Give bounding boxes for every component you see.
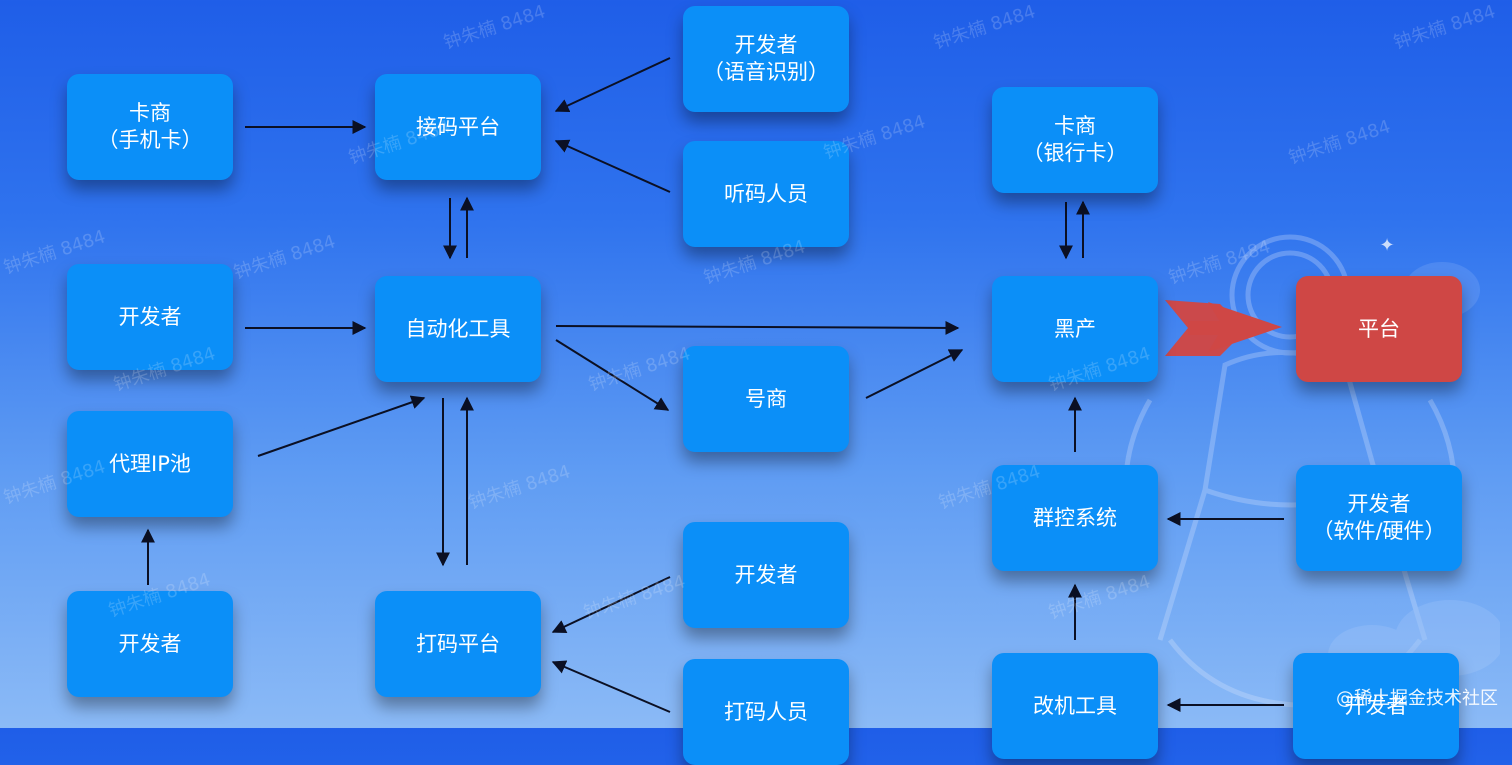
connector-layer <box>141 57 1284 713</box>
arrow-code-listener-to-receiving-platform <box>554 139 671 193</box>
developer-top-left-node: 开发者 <box>67 264 233 370</box>
arrow-account-merchant-to-black-industry <box>865 349 964 399</box>
automation-tool-label: 自动化工具 <box>405 316 511 341</box>
captcha-platform-node: 打码平台 <box>375 591 541 697</box>
code-listener-label: 听码人员 <box>724 181 808 206</box>
sparkle-icon: ✦ <box>1379 235 1395 256</box>
red-platform-arrow <box>1165 300 1282 356</box>
automation-tool-node: 自动化工具 <box>375 276 541 382</box>
developer-bottom-left-label: 开发者 <box>118 631 182 656</box>
account-merchant-label: 号商 <box>745 386 787 411</box>
black-industry-node: 黑产 <box>992 276 1158 382</box>
card-merchant-bank-node: 卡商 （银行卡） <box>992 87 1158 193</box>
captcha-worker-node: 打码人员 <box>683 659 849 765</box>
account-merchant-node: 号商 <box>683 346 849 452</box>
card-merchant-phone-line2: （手机卡） <box>97 128 203 152</box>
developer-software-hardware-line1: 开发者 <box>1347 492 1411 516</box>
code-receiving-platform-label: 接码平台 <box>416 114 500 139</box>
arrow-captcha-developer-to-captcha-platform <box>551 576 671 633</box>
card-merchant-phone-node: 卡商 （手机卡） <box>67 74 233 180</box>
device-modification-tool-label: 改机工具 <box>1033 693 1117 718</box>
card-merchant-phone-line1: 卡商 <box>129 101 171 125</box>
developer-speech-node: 开发者 （语音识别） <box>683 6 849 112</box>
flow-diagram: ✦ <box>67 6 1498 765</box>
captcha-worker-label: 打码人员 <box>724 699 808 724</box>
device-modification-tool-node: 改机工具 <box>992 653 1158 759</box>
developer-captcha-label: 开发者 <box>734 562 798 587</box>
source-credit: @稀土掘金技术社区 <box>1336 688 1498 709</box>
arrow-captcha-worker-to-captcha-platform <box>551 660 671 713</box>
developer-speech-line1: 开发者 <box>734 33 798 57</box>
arrow-speech-developer-to-receiving-platform <box>554 57 671 113</box>
developer-top-left-label: 开发者 <box>118 304 182 329</box>
developer-captcha-node: 开发者 <box>683 522 849 628</box>
developer-bottom-right-label: 开发者 <box>1344 693 1408 718</box>
developer-software-hardware-line2: （软件/硬件） <box>1312 519 1446 543</box>
card-merchant-bank-line1: 卡商 <box>1054 114 1096 138</box>
group-control-system-label: 群控系统 <box>1033 505 1117 530</box>
arrow-automation-tool-to-account-merchant <box>555 339 670 411</box>
arrow-proxy-pool-to-automation-tool <box>257 395 426 457</box>
card-merchant-bank-line2: （银行卡） <box>1022 141 1128 165</box>
captcha-platform-label: 打码平台 <box>416 631 500 656</box>
proxy-ip-pool-node: 代理IP池 <box>67 411 233 517</box>
proxy-ip-pool-label: 代理IP池 <box>109 451 191 476</box>
developer-software-hardware-node: 开发者 （软件/硬件） <box>1296 465 1462 571</box>
code-receiving-platform-node: 接码平台 <box>375 74 541 180</box>
developer-bottom-left-node: 开发者 <box>67 591 233 697</box>
code-listener-node: 听码人员 <box>683 141 849 247</box>
platform-node: 平台 <box>1296 276 1462 382</box>
platform-label: 平台 <box>1358 316 1400 341</box>
arrow-automation-tool-to-black-industry <box>555 320 960 335</box>
black-industry-label: 黑产 <box>1054 316 1096 341</box>
group-control-system-node: 群控系统 <box>992 465 1158 571</box>
developer-speech-line2: （语音识别） <box>703 60 829 84</box>
